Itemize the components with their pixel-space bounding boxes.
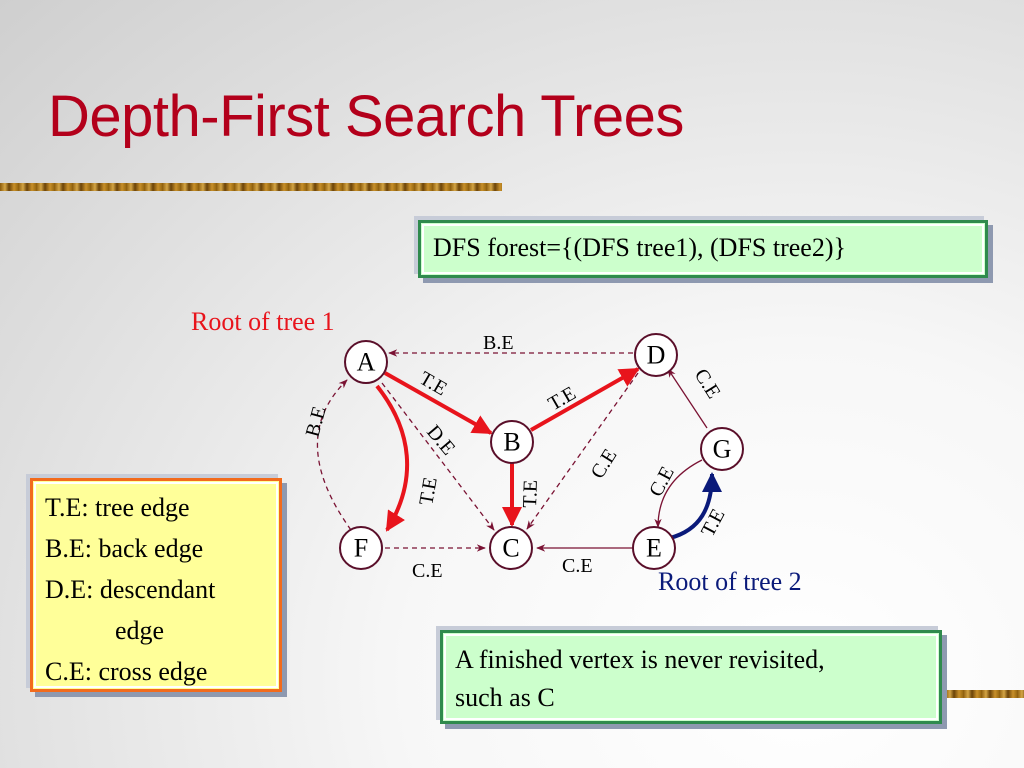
legend-back-edge: B.E: back edge	[45, 534, 204, 563]
edge-A-F	[375, 384, 410, 532]
svg-text:D: D	[647, 341, 666, 370]
svg-text:E: E	[646, 534, 662, 563]
label-F-C: C.E	[412, 560, 443, 582]
label-E-G: T.E	[697, 505, 730, 540]
node-E: E	[632, 526, 676, 570]
root-tree-1-label: Root of tree 1	[191, 307, 335, 336]
title-underline	[0, 183, 502, 191]
svg-text:G: G	[713, 435, 732, 464]
label-F-A: B.E	[302, 404, 331, 439]
note-line-1: A finished vertex is never revisited,	[455, 645, 825, 674]
edge-A-B	[384, 371, 493, 435]
edge-B-D	[530, 367, 640, 432]
node-F: F	[339, 526, 383, 570]
label-B-C: T.E	[519, 479, 542, 508]
edge-E-G	[669, 472, 722, 540]
label-A-F: T.E	[415, 476, 442, 507]
label-B-D: T.E	[545, 382, 580, 415]
legend-box: T.E: tree edge B.E: back edge D.E: desce…	[30, 478, 282, 692]
decorative-rule	[945, 690, 1024, 698]
slide-title: Depth-First Search Trees	[48, 84, 684, 149]
dfs-forest-text: DFS forest={(DFS tree1), (DFS tree2)}	[433, 233, 846, 262]
edge-D-C	[526, 372, 639, 530]
svg-text:A: A	[357, 348, 376, 377]
svg-text:B: B	[503, 428, 520, 457]
edge-G-D	[667, 368, 708, 429]
svg-text:C: C	[502, 534, 519, 563]
legend-descendant-edge: D.E: descendant	[45, 575, 216, 604]
node-D: D	[634, 333, 678, 377]
edge-G-E	[654, 459, 703, 528]
root-tree-2-label: Root of tree 2	[658, 567, 802, 596]
label-A-C: D.E	[422, 421, 459, 459]
label-G-E: C.E	[645, 463, 679, 500]
label-E-C: C.E	[562, 555, 593, 577]
edge-F-A	[316, 379, 352, 531]
node-B: B	[490, 420, 534, 464]
node-C: C	[489, 526, 533, 570]
svg-text:F: F	[354, 534, 368, 563]
legend-descendant-edge-cont: edge	[115, 616, 165, 645]
dfs-forest-box: DFS forest={(DFS tree1), (DFS tree2)}	[418, 220, 988, 278]
edge-A-C	[381, 382, 495, 531]
node-G: G	[700, 427, 744, 471]
label-D-C: C.E	[587, 445, 622, 483]
note-box: A finished vertex is never revisited, su…	[440, 630, 942, 724]
label-G-D: C.E	[690, 365, 725, 403]
label-D-A: B.E	[483, 332, 514, 354]
legend-tree-edge: T.E: tree edge	[45, 493, 190, 522]
note-line-2: such as C	[455, 683, 555, 712]
node-A: A	[344, 340, 388, 384]
legend-cross-edge: C.E: cross edge	[45, 657, 208, 686]
